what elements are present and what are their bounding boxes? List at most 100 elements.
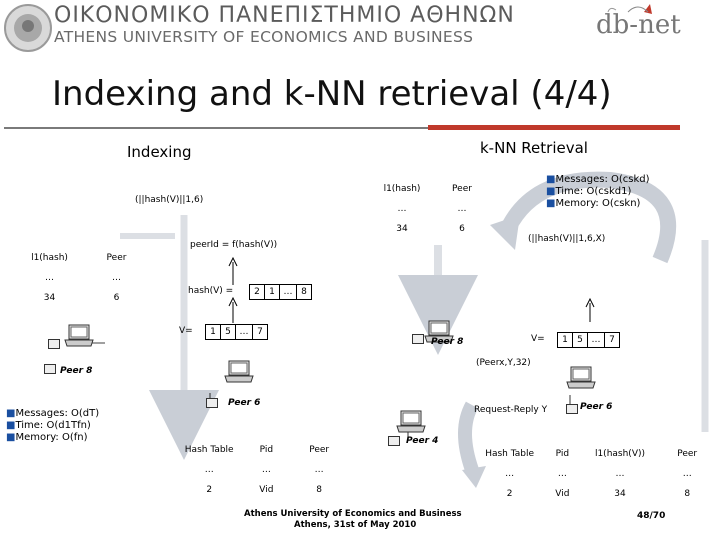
table-cell: 2 (206, 485, 213, 495)
bullet-icon: ■ (6, 420, 16, 431)
hash-value-cell: 1 (264, 284, 280, 300)
knn-query-key: (||hash(V)||1,6,X) (528, 234, 606, 244)
dbnet-logo: db-net (588, 4, 706, 50)
table-cell: 6 (113, 293, 120, 303)
table-cell: 8 (684, 489, 691, 499)
table-header: Pid (555, 449, 570, 459)
peer-node-dot (48, 339, 60, 349)
table-header: Pid (259, 445, 274, 455)
table-cell: 8 (316, 485, 323, 495)
vector-label: V= (179, 326, 193, 336)
request-label: (Peerx,Y,32) (476, 358, 531, 368)
hash-value-cell: 2 (249, 284, 265, 300)
table-cell: … (261, 465, 271, 475)
peer-id-formula: peerId = f(hash(V)) (190, 240, 278, 250)
table-cell: … (682, 469, 692, 479)
table-cell: … (397, 204, 407, 214)
vector-value-cell: … (587, 332, 605, 348)
table-header: Peer (309, 445, 330, 455)
hash-value-cell: … (279, 284, 297, 300)
table-header: Hash Table (184, 445, 234, 455)
cost-item: ■Time: O(cskd1) (546, 186, 632, 197)
indexing-key-label: (||hash(V)||1,6) (135, 195, 204, 205)
table-row: 34 6 (372, 219, 492, 239)
table-cell: … (457, 204, 467, 214)
peer-node-dot (388, 436, 400, 446)
table-header: l1(hash) (383, 184, 421, 194)
vector-value-cell: 7 (604, 332, 620, 348)
table-header: Peer (677, 449, 698, 459)
knn-heading: k-NN Retrieval (480, 139, 588, 157)
table-cell: … (314, 465, 324, 475)
vector-value-cell: 7 (252, 324, 268, 340)
table-row: 34 6 (16, 288, 150, 308)
table-row: … … … … (476, 464, 716, 484)
vector-value-cell: 5 (572, 332, 588, 348)
table-header: l1(hash(V)) (594, 449, 645, 459)
table-cell: 34 (614, 489, 626, 499)
table-row: …… (372, 199, 492, 219)
peer-8-label: Peer 8 (60, 366, 93, 376)
cost-item: ■Messages: O(cskd) (546, 174, 650, 185)
cost-item: ■Memory: O(cskn) (546, 198, 641, 209)
table-cell: … (557, 469, 567, 479)
request-reply-label: Request-Reply Y (474, 405, 548, 415)
bullet-icon: ■ (546, 174, 556, 185)
peer-node-dot (412, 334, 424, 344)
table-header: Peer (106, 253, 127, 263)
knn-peer-8-label: Peer 8 (431, 337, 464, 347)
university-seal (4, 4, 52, 52)
hash-value-cell: 8 (296, 284, 312, 300)
peer-node-dot (206, 398, 218, 408)
cost-item: ■Time: O(d1Tfn) (6, 420, 91, 431)
knn-vector-label: V= (531, 334, 545, 344)
vector-value-cell: 5 (220, 324, 236, 340)
bullet-icon: ■ (546, 186, 556, 197)
indexing-heading: Indexing (127, 143, 192, 161)
university-name-english: ATHENS UNIVERSITY OF ECONOMICS AND BUSIN… (54, 28, 474, 46)
table-row: … … … (174, 460, 350, 480)
table-cell: … (45, 273, 54, 283)
page-number: 48/70 (637, 511, 666, 521)
indexing-hash-table: Hash Table Pid Peer … … … 2 Vid 8 (174, 440, 350, 500)
indexing-costs: ■Messages: O(dT) ■Time: O(d1Tfn) ■Memory… (6, 408, 99, 444)
table-header: Peer (452, 184, 472, 194)
table-header: l1(hash) (31, 253, 68, 263)
table-cell: … (204, 465, 214, 475)
bullet-icon: ■ (6, 408, 16, 419)
laptop-icon (566, 366, 596, 389)
peer-node-dot (566, 404, 578, 414)
cost-item: ■Memory: O(fn) (6, 432, 88, 443)
table-cell: 2 (506, 489, 513, 499)
table-cell: … (505, 469, 515, 479)
footer-date: Athens, 31st of May 2010 (294, 520, 417, 530)
laptop-icon (396, 410, 426, 433)
knn-costs: ■Messages: O(cskd) ■Time: O(cskd1) ■Memo… (546, 174, 650, 210)
university-name-greek: ΟΙΚΟΝΟΜΙΚΟ ΠΑΝΕΠΙΣΤΗΜΙΟ ΑΘΗΝΩΝ (54, 3, 515, 28)
vector-value-cell: 1 (557, 332, 573, 348)
table-cell: 6 (459, 224, 465, 234)
table-cell: … (615, 469, 625, 479)
hash-label: hash(V) = (188, 286, 234, 296)
title-underline (4, 127, 680, 129)
table-row: 2 Vid 8 (174, 480, 350, 500)
peer-node-dot (44, 364, 56, 374)
table-cell: 34 (43, 293, 56, 303)
bullet-icon: ■ (6, 432, 16, 443)
table-row: …… (16, 268, 150, 288)
table-cell: … (112, 273, 121, 283)
table-cell: 34 (396, 224, 408, 234)
table-cell: Vid (259, 485, 274, 495)
footer-institution: Athens University of Economics and Busin… (244, 509, 462, 519)
laptop-icon (64, 324, 94, 347)
laptop-icon (224, 360, 254, 383)
title-underline-accent (428, 125, 680, 130)
slide-title: Indexing and k-NN retrieval (4/4) (52, 74, 612, 114)
vector-value-cell: … (235, 324, 253, 340)
knn-peer-4-label: Peer 4 (406, 436, 439, 446)
knn-peer-6-label: Peer 6 (580, 402, 613, 412)
logo-text: db-net (596, 10, 681, 40)
peer-6-label: Peer 6 (228, 398, 261, 408)
